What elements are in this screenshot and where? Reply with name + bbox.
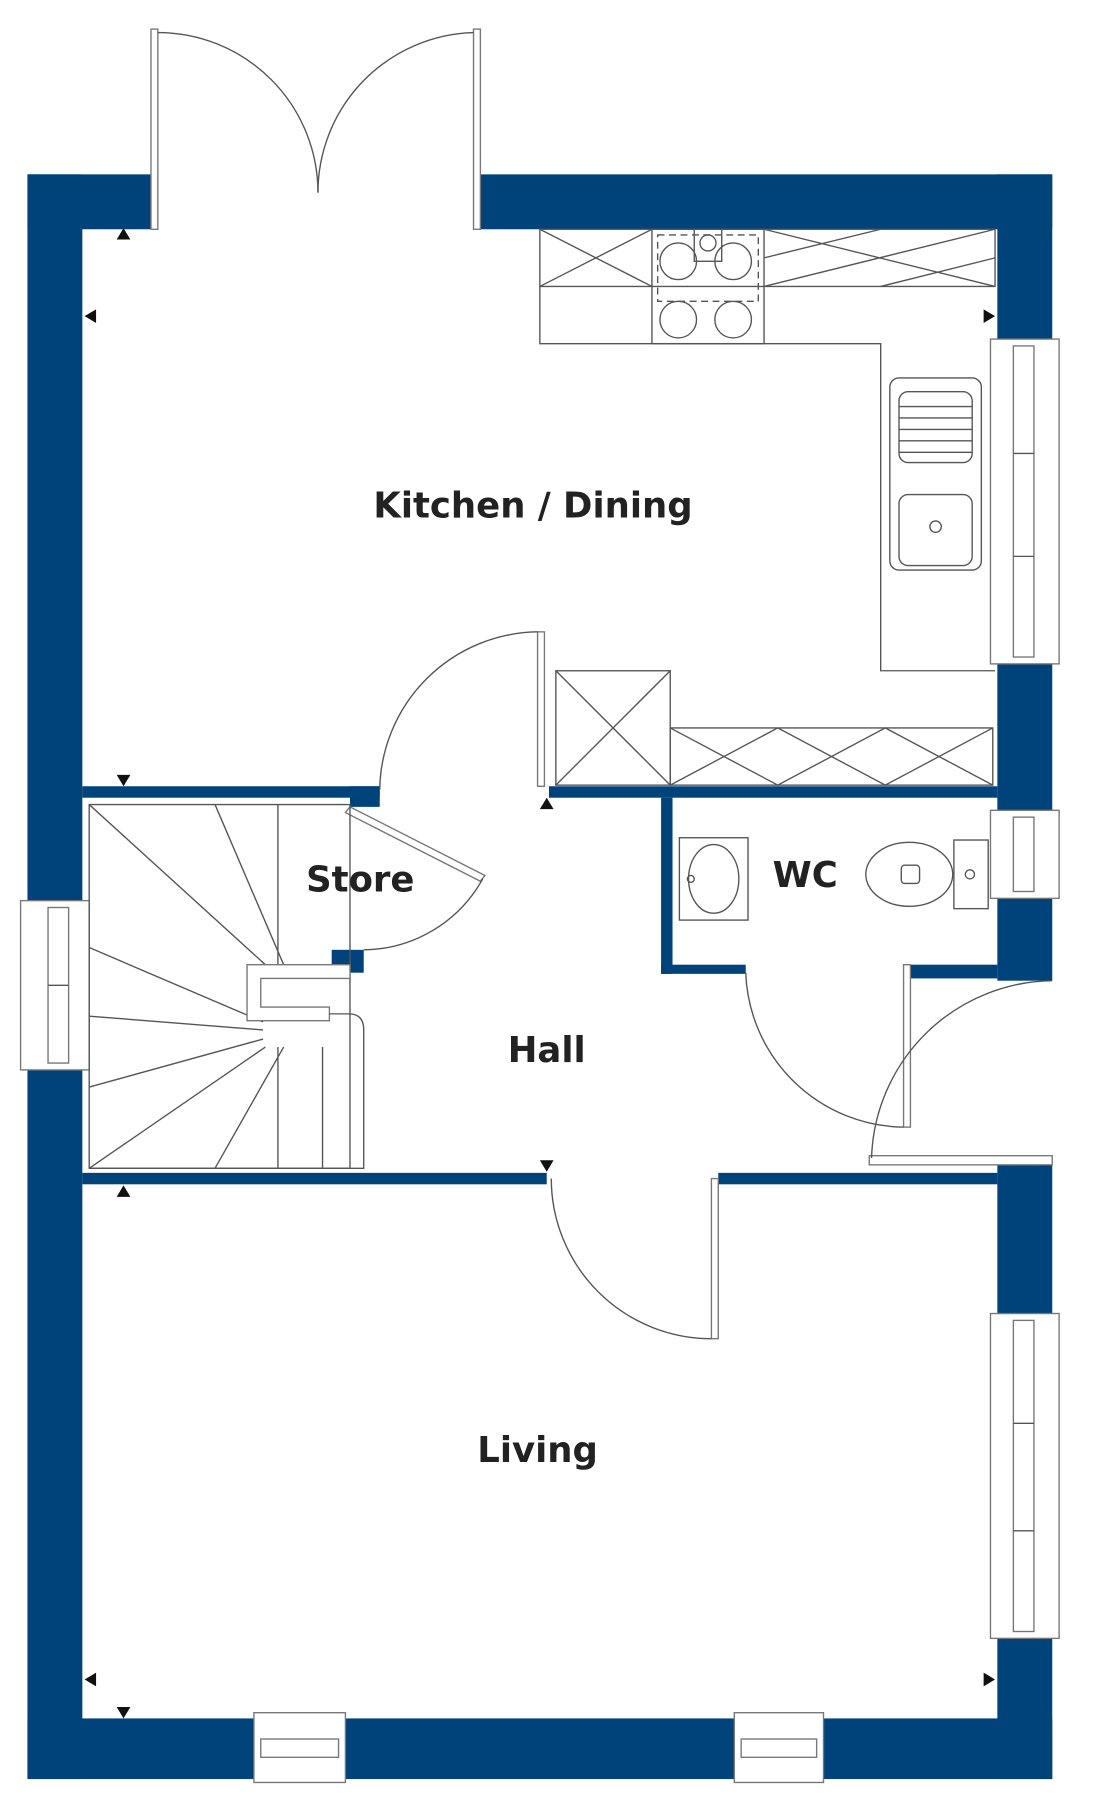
kitchen-door[interactable] — [379, 631, 546, 790]
hob-icon — [656, 228, 759, 339]
basin-icon — [678, 837, 749, 921]
front-door[interactable] — [868, 980, 1053, 1166]
room-label-wc: WC — [773, 855, 838, 896]
sink-icon — [889, 377, 983, 571]
room-label-hall: Hall — [508, 1030, 586, 1071]
internal-walls — [82, 786, 998, 1185]
store-door[interactable] — [344, 805, 487, 951]
staircase — [88, 803, 365, 1169]
wc-door[interactable] — [745, 964, 912, 1128]
room-label-kitchen-dining: Kitchen / Dining — [373, 485, 692, 526]
room-label-living: Living — [477, 1430, 598, 1471]
toilet-icon — [865, 839, 989, 910]
living-door[interactable] — [550, 1177, 719, 1340]
french-doors[interactable] — [150, 28, 482, 230]
external-walls — [27, 174, 1053, 1780]
windows — [19, 338, 1060, 1784]
dimension-markers — [84, 228, 996, 1719]
kitchen-units — [539, 228, 996, 786]
room-label-store: Store — [306, 859, 414, 900]
